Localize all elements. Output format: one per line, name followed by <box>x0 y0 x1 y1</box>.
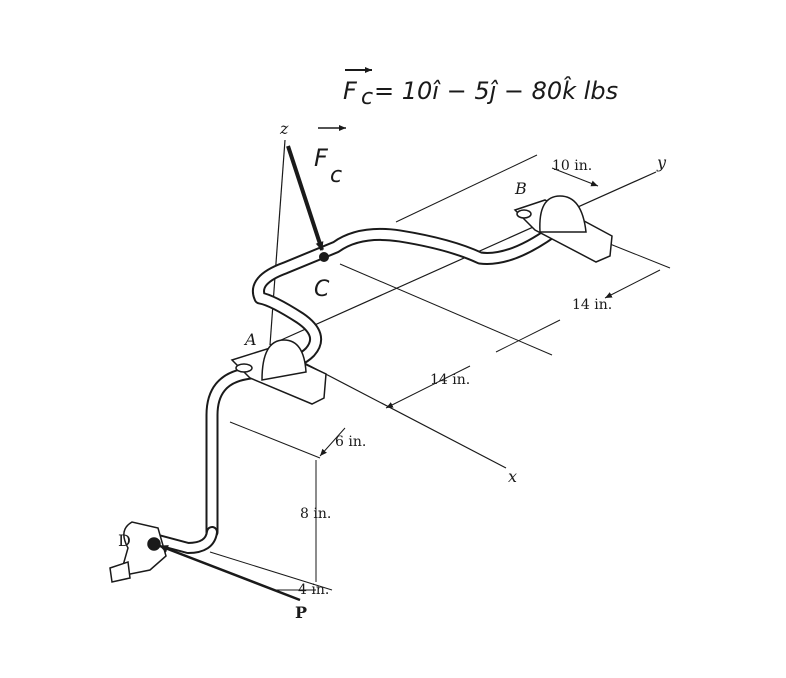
extension-line-c <box>339 263 553 356</box>
force-fc-arrow <box>286 145 324 251</box>
handle-d <box>109 521 167 583</box>
bent-rod <box>152 225 559 554</box>
point-c-dot <box>319 252 329 262</box>
y-axis-line <box>269 171 657 346</box>
force-equation-rhs: = 10î − 5ĵ − 80k̂ lbs <box>374 77 618 105</box>
dim-line-14-lower <box>385 365 471 409</box>
force-p-arrow <box>159 544 301 602</box>
dim-line-14-upper-left <box>495 319 561 353</box>
extension-line-6 <box>229 421 321 459</box>
crank-arm <box>154 528 216 552</box>
x-axis-label: x <box>508 467 517 486</box>
z-axis-label: z <box>279 119 289 138</box>
point-c-label: C <box>314 277 330 302</box>
bearing-a <box>230 339 327 405</box>
dim-line-6 <box>319 427 346 457</box>
handle-d-tip <box>109 560 131 583</box>
bearing-b <box>513 195 613 263</box>
extension-line-10 <box>395 154 538 223</box>
dimension-4-label: 4 in. <box>298 582 329 598</box>
force-fc-label: F c <box>314 125 346 188</box>
z-axis-line <box>269 139 286 346</box>
bearing-a-cap <box>261 339 307 381</box>
y-axis-label: y <box>656 153 667 172</box>
dimension-10-label: 10 in. <box>552 158 592 174</box>
bearing-b-bolt <box>516 209 532 219</box>
bearing-a-bolt <box>235 363 253 373</box>
extension-line-4 <box>209 551 333 591</box>
point-d-label: D <box>118 531 131 550</box>
point-b-label: B <box>514 179 527 198</box>
dim-line-10 <box>551 167 599 187</box>
dimension-lines <box>209 154 671 591</box>
force-equation-lhs: F <box>343 77 358 105</box>
force-fc-symbol: F <box>314 144 329 172</box>
force-equation: F c = 10î − 5ĵ − 80k̂ lbs <box>343 67 618 110</box>
dimension-8-label: 8 in. <box>300 506 331 522</box>
point-a-label: A <box>243 330 257 349</box>
dimension-14-upper-label: 14 in. <box>572 297 612 313</box>
force-fc-subscript: c <box>330 163 342 188</box>
handle-d-grip <box>118 521 167 577</box>
dimension-6-label: 6 in. <box>335 434 366 450</box>
force-equation-subscript: c <box>361 85 373 110</box>
dim-line-14-upper-right <box>604 269 661 299</box>
point-d-dot <box>147 537 161 551</box>
bearing-b-cap <box>539 195 587 233</box>
dimension-14-lower-label: 14 in. <box>430 372 470 388</box>
force-p-label: P <box>295 603 307 622</box>
